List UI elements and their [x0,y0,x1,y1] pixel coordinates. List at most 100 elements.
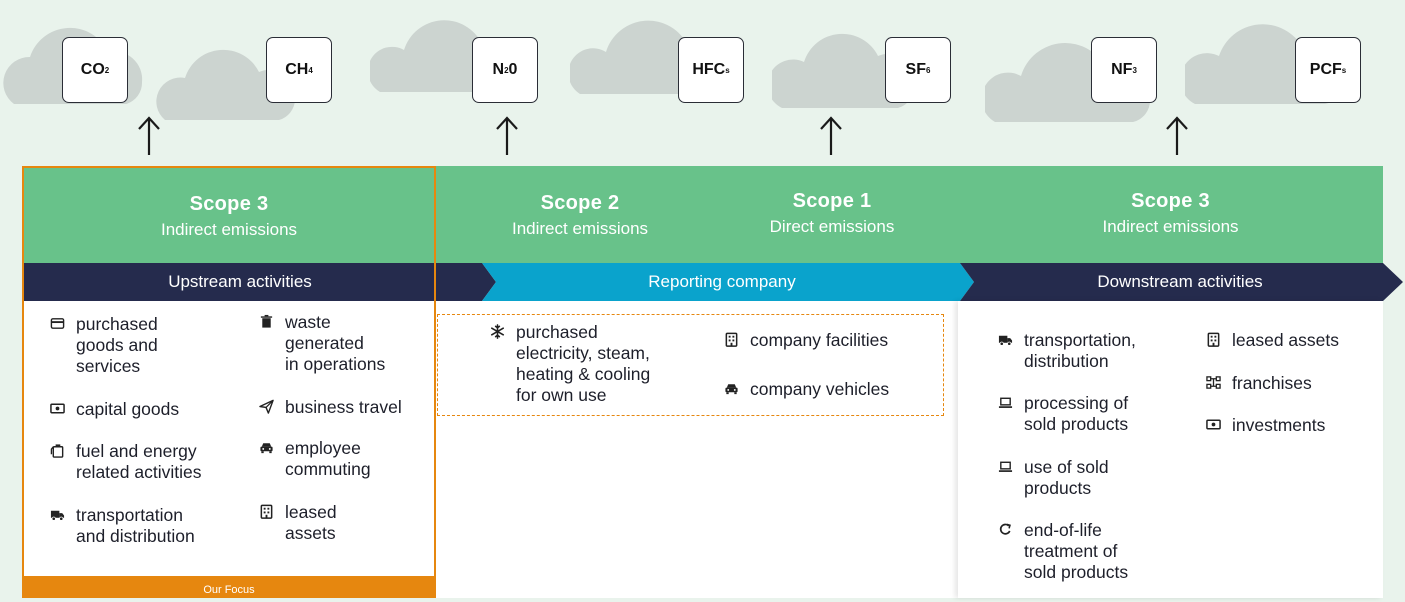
item-line: capital goods [76,399,180,419]
item-line: company facilities [750,330,889,350]
scope-header-reporting [436,166,958,264]
item-line: business travel [285,397,402,417]
item-downstream-leased-assets: leased assets [1202,330,1339,351]
item-line: purchased [516,322,598,342]
gas-label: CH [285,61,309,78]
up-arrow-icon [1166,116,1188,155]
upstream-band [22,263,496,301]
building-icon [720,332,742,347]
item-line: franchises [1232,373,1312,393]
gas-label: NF [1111,61,1133,78]
laptop-icon [994,459,1016,474]
reporting-dashed-frame [437,314,944,416]
item-line: leased [285,502,337,522]
gas-subscript: s [1341,65,1347,75]
item-line: generated [285,333,364,353]
item-company-vehicles: company vehicles [720,379,889,400]
item-downstream-transportation: transportation,distribution [994,330,1136,372]
item-line: company vehicles [750,379,890,399]
item-franchises: franchises [1202,373,1312,394]
item-line: leased assets [1232,330,1340,350]
item-line: electricity, steam, [516,343,650,363]
item-line: fuel and energy [76,441,197,461]
gas-label: CO [80,61,105,78]
gas-subscript: 2 [104,65,110,75]
upstream-panel [22,301,436,598]
item-line: in operations [285,354,386,374]
gas-label: PCF [1309,61,1342,78]
item-line: transportation [76,505,184,525]
item-line: waste [285,312,331,332]
up-arrow-icon [138,116,160,155]
item-line: heating & cooling [516,364,651,384]
cloud [156,49,296,120]
item-line: use of sold [1024,457,1109,477]
car-icon [720,381,742,396]
up-arrow-icon [496,116,518,155]
gas-label-tail: 0 [508,61,518,78]
item-line: products [1024,478,1092,498]
scope-subtitle: Indirect emissions [1102,217,1239,236]
paper-plane-icon [255,399,277,414]
gas-subscript: 3 [1132,65,1137,75]
upstream-band-label: Upstream activities [168,272,312,291]
scope-title: Scope 1 [792,190,872,212]
gas-label: N [492,61,505,78]
reporting-band [482,263,974,301]
item-line: commuting [285,459,371,479]
item-line: services [76,356,141,376]
item-line: distribution [1024,351,1109,371]
gas-subscript: 2 [504,65,509,75]
item-line: related activities [76,462,202,482]
scope-header-downstream: Scope 3 Indirect emissions [958,166,1383,264]
activity-band [22,263,1403,301]
focus-frame [22,166,436,578]
scope-header-upstream: Scope 3 Indirect emissions [22,166,436,264]
downstream-band [960,263,1403,301]
money-icon [1202,417,1224,432]
item-line: for own use [516,385,607,405]
gas-label: SF [905,61,926,78]
focus-label: Our Focus [22,578,436,598]
scope-subtitle: Direct emissions [769,217,895,236]
truck-icon [46,507,68,522]
money-icon [46,401,68,416]
recycle-icon [994,522,1016,537]
scope-subtitle: Indirect emissions [160,220,298,239]
item-line: goods and [76,335,158,355]
scope-title: Scope 2 [540,192,620,214]
item-line: employee [285,438,361,458]
franchise-network-icon [1202,375,1224,390]
scope-1-heading: Scope 1 Direct emissions [742,190,922,237]
gas-subscript: 6 [926,65,931,75]
item-line: investments [1232,415,1326,435]
item-capital-goods: capital goods [46,399,179,420]
snowflake-icon [486,324,508,339]
scope-title: Scope 3 [189,193,269,215]
item-line: and distribution [76,526,195,546]
scope-title: Scope 3 [1131,190,1210,212]
item-line: sold products [1024,562,1129,582]
trash-icon [255,314,277,329]
item-investments: investments [1202,415,1325,436]
item-line: sold products [1024,414,1129,434]
item-line: transportation, [1024,330,1136,350]
item-line: processing of [1024,393,1129,413]
downstream-band-label: Downstream activities [1097,272,1263,291]
item-business-travel: business travel [255,397,402,418]
cloud [772,33,915,108]
